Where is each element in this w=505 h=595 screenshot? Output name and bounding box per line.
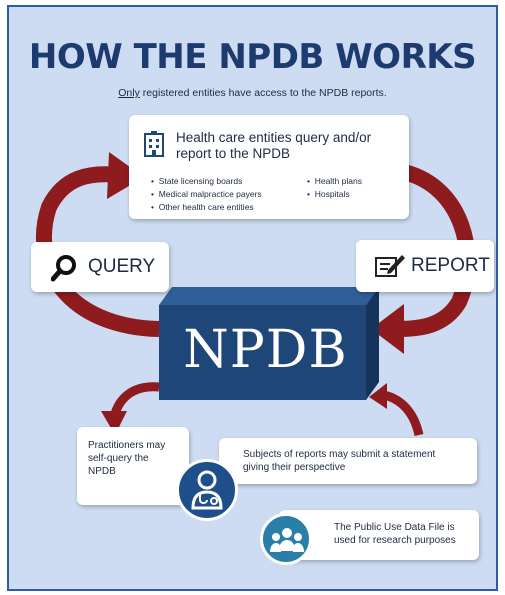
subtitle-text: registered entities have access to the N… bbox=[139, 87, 387, 99]
infographic-frame: HOW THE NPDB WORKS Only registered entit… bbox=[7, 5, 498, 591]
magnifier-icon bbox=[51, 255, 76, 282]
query-label: QUERY bbox=[88, 256, 156, 277]
building-icon bbox=[144, 131, 164, 157]
npdb-label: NPDB bbox=[183, 320, 348, 380]
subtitle: Only registered entities have access to … bbox=[9, 87, 496, 99]
self-query-arrowhead bbox=[101, 411, 127, 435]
list-item: Hospitals bbox=[307, 188, 362, 201]
subjects-card: Subjects of reports may submit a stateme… bbox=[219, 438, 477, 484]
public-use-text: The Public Use Data File is used for res… bbox=[334, 522, 456, 546]
public-use-card: The Public Use Data File is used for res… bbox=[279, 510, 479, 560]
statement-arrowhead bbox=[369, 383, 387, 409]
report-pen-icon bbox=[375, 255, 405, 277]
list-item: Other health care entities bbox=[151, 201, 262, 214]
practitioners-text: Practitioners may self-query the NPDB bbox=[88, 440, 166, 477]
people-icon bbox=[260, 513, 312, 565]
entities-list-right: Health plans Hospitals bbox=[307, 175, 362, 201]
flow-arrows bbox=[36, 152, 476, 437]
list-item: Health plans bbox=[307, 175, 362, 188]
right-loop-arrowhead bbox=[371, 304, 404, 354]
left-loop-arrow bbox=[36, 166, 160, 337]
statement-arrow bbox=[382, 390, 424, 437]
list-item: State licensing boards bbox=[151, 175, 262, 188]
page-title: HOW THE NPDB WORKS bbox=[28, 37, 477, 77]
entities-card: Health care entities query and/or report… bbox=[129, 115, 409, 219]
entities-card-title: Health care entities query and/or report… bbox=[176, 130, 372, 161]
npdb-box bbox=[159, 287, 379, 400]
list-item: Medical malpractice payers bbox=[151, 188, 262, 201]
subjects-text: Subjects of reports may submit a stateme… bbox=[243, 449, 436, 473]
subtitle-emphasis: Only bbox=[118, 87, 140, 99]
query-card: QUERY bbox=[31, 242, 169, 292]
left-loop-arrowhead bbox=[107, 152, 144, 199]
report-card: REPORT bbox=[356, 240, 494, 292]
doctor-icon bbox=[176, 459, 238, 521]
entities-list-left: State licensing boards Medical malpracti… bbox=[151, 175, 262, 214]
practitioners-card: Practitioners may self-query the NPDB bbox=[77, 427, 189, 505]
report-label: REPORT bbox=[411, 255, 490, 276]
